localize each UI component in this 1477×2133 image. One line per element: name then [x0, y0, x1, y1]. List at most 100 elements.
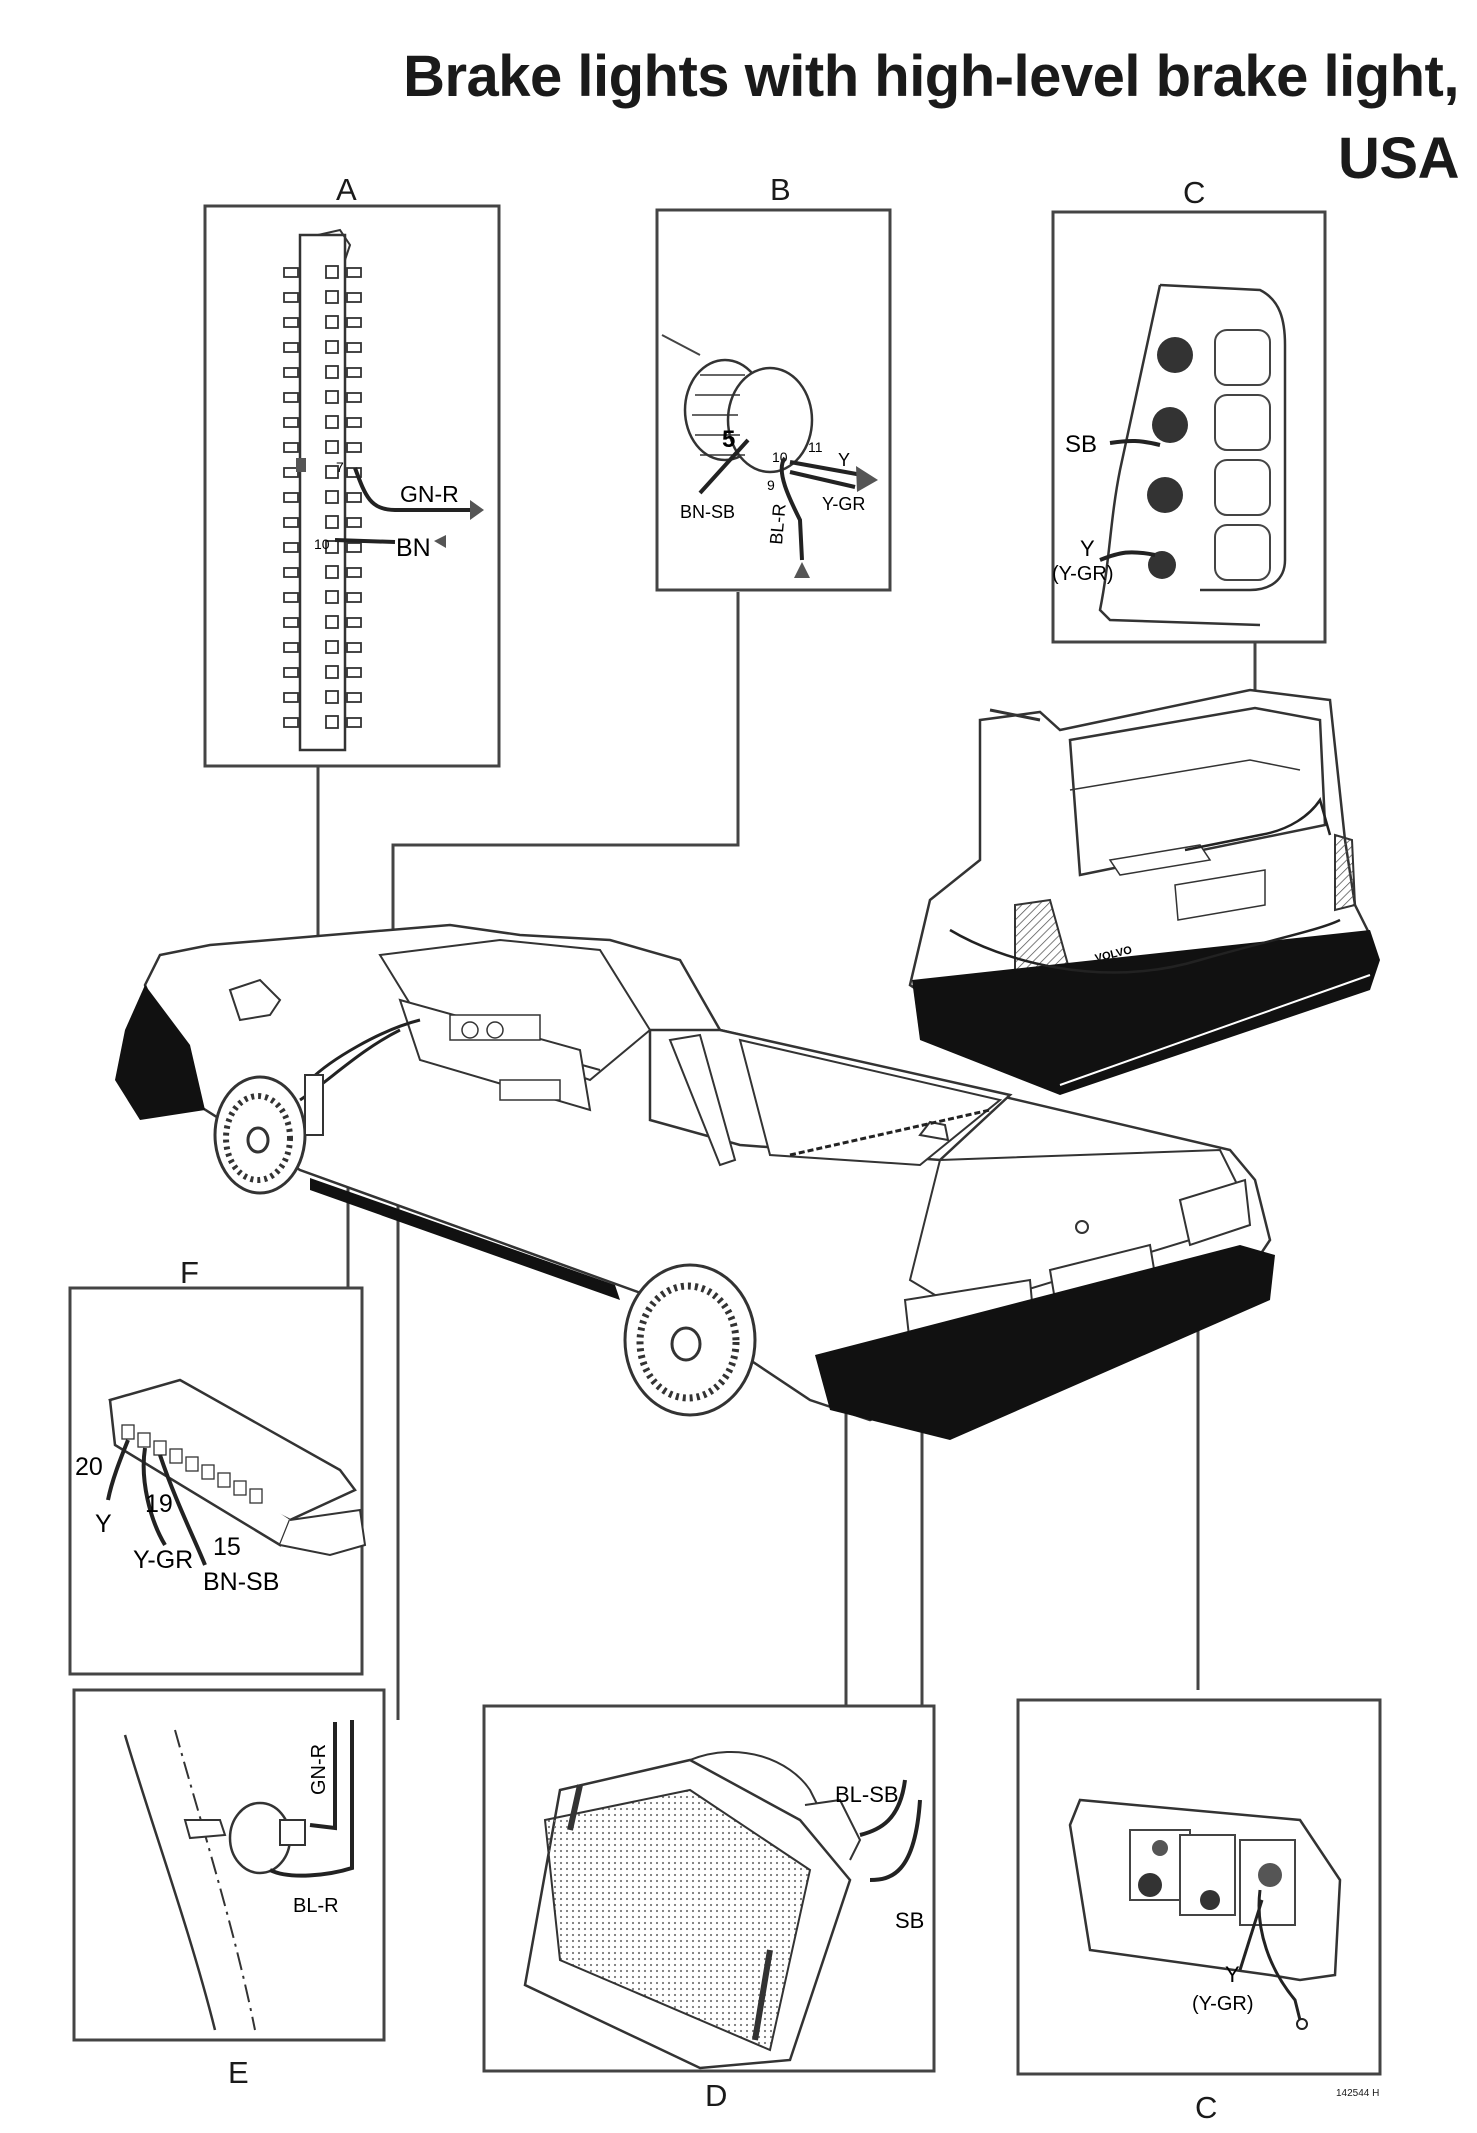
- fuse-terminal: [346, 417, 362, 428]
- page-title: Brake lights with high-level brake light…: [403, 44, 1459, 109]
- fuse-slot: [325, 490, 339, 504]
- fuse-slot: [325, 390, 339, 404]
- fuse-terminal: [346, 492, 362, 503]
- panel-f-wire-bnsb: BN-SB: [203, 1568, 279, 1596]
- fuse-slot: [325, 265, 339, 279]
- fuse-terminal: [283, 592, 299, 603]
- fuse-terminal: [283, 642, 299, 653]
- panel-f-connector: 20 19 15 Y Y-GR BN-SB: [68, 1286, 367, 1676]
- fuse-terminal: [283, 267, 299, 278]
- fuse-terminal: [346, 667, 362, 678]
- fuse-slot: [325, 415, 339, 429]
- fuse-slot: [325, 615, 339, 629]
- fuse-slot: [325, 340, 339, 354]
- fuse-terminal: [283, 442, 299, 453]
- fuse-terminal: [346, 717, 362, 728]
- fuse-terminal: [283, 467, 299, 478]
- fuse-slot: [325, 590, 339, 604]
- panel-a-wire-bn: BN: [396, 534, 431, 562]
- panel-e-wire-gnr: GN-R: [308, 1744, 330, 1795]
- panel-a-pin-10: 10: [314, 536, 330, 552]
- panel-a-fuse-box: 7 10 GN-R BN: [203, 204, 501, 768]
- panel-c-bottom-rear-light: Y (Y-GR): [1016, 1698, 1382, 2076]
- fuse-slot: [325, 690, 339, 704]
- panel-f-wire-ygr: Y-GR: [133, 1546, 193, 1574]
- fuse-terminal: [283, 717, 299, 728]
- fuse-slot: [325, 440, 339, 454]
- fuse-terminal: [346, 692, 362, 703]
- fuse-terminal: [346, 267, 362, 278]
- panel-b-wire-blr: BL-R: [766, 503, 789, 546]
- panel-b-wire-y: Y: [838, 450, 850, 470]
- fuse-terminal: [283, 342, 299, 353]
- panel-c-bottom-wire-y: Y: [1225, 1962, 1240, 1987]
- fuse-slot: [325, 540, 339, 554]
- fuse-terminal: [346, 392, 362, 403]
- panel-e-wire-blr: BL-R: [293, 1895, 339, 1917]
- panel-f-wire-y: Y: [95, 1510, 112, 1538]
- fuse-slot: [325, 365, 339, 379]
- panel-e-brake-switch: GN-R BL-R: [72, 1688, 386, 2042]
- reference-code: 142544 H: [1336, 2088, 1380, 2099]
- panel-d-wire-sb: SB: [895, 1908, 924, 1933]
- fuse-terminal: [283, 392, 299, 403]
- fuse-slot: [325, 290, 339, 304]
- fuse-terminal: [283, 367, 299, 378]
- wagon-rear-illustration: VOLVO: [908, 688, 1380, 1095]
- panel-d-high-level-light: BL-SB SB: [482, 1704, 936, 2073]
- fuse-terminal: [283, 617, 299, 628]
- fuse-slot: [325, 640, 339, 654]
- fuse-terminal: [346, 592, 362, 603]
- panel-b-pin-10: 10: [772, 449, 788, 465]
- fuse-terminal: [346, 517, 362, 528]
- fuse-terminal: [346, 617, 362, 628]
- panel-f-pin-19: 19: [145, 1490, 173, 1518]
- fuse-slot: [325, 315, 339, 329]
- panel-b-letter: B: [770, 172, 791, 207]
- fuse-terminal: [283, 292, 299, 303]
- fuse-terminal: [346, 292, 362, 303]
- panel-f-pin-15: 15: [213, 1533, 241, 1561]
- fuse-terminal: [283, 692, 299, 703]
- panel-f-pin-20: 20: [75, 1453, 103, 1481]
- fuse-terminal: [283, 317, 299, 328]
- panel-f-letter: F: [180, 1255, 199, 1290]
- fuse-slot: [325, 565, 339, 579]
- panel-c-top-wire-ygr: (Y-GR): [1052, 563, 1113, 585]
- fuse-terminal: [283, 417, 299, 428]
- fuse-terminal: [346, 342, 362, 353]
- fuse-terminal: [283, 567, 299, 578]
- panel-a-wire-gnr: GN-R: [400, 481, 459, 507]
- fuse-terminal: [346, 542, 362, 553]
- fuse-terminal: [283, 492, 299, 503]
- panel-c-bottom-letter: C: [1195, 2090, 1218, 2125]
- fuse-terminal: [283, 667, 299, 678]
- fuse-slot: [325, 715, 339, 729]
- fuse-slot: [325, 665, 339, 679]
- panel-b-wire-bnsb: BN-SB: [680, 502, 735, 522]
- panel-c-top-rear-light: SB Y (Y-GR): [1051, 210, 1327, 644]
- panel-a-letter: A: [336, 172, 357, 207]
- panel-c-top-wire-y: Y: [1080, 536, 1095, 561]
- sedan-illustration: [115, 923, 1275, 1440]
- fuse-terminal: [346, 367, 362, 378]
- panel-b-wire-ygr: Y-GR: [822, 494, 865, 514]
- fuse-terminal: [283, 517, 299, 528]
- fuse-terminal: [346, 567, 362, 578]
- fuse-terminal: [346, 317, 362, 328]
- panel-c-top-letter: C: [1183, 175, 1206, 210]
- panel-b-pin-5: 5: [722, 426, 735, 453]
- fuse-slot: [325, 515, 339, 529]
- page-title-line2: USA: [1338, 126, 1459, 191]
- panel-c-bottom-wire-ygr: (Y-GR): [1192, 1993, 1253, 2015]
- fuse-terminal: [346, 642, 362, 653]
- panel-e-letter: E: [228, 2055, 249, 2090]
- panel-d-wire-blsb: BL-SB: [835, 1782, 899, 1807]
- panel-b-ignition-switch: 5 9 10 11 BN-SB BL-R Y Y-GR: [655, 208, 892, 592]
- panel-b-pin-11: 11: [808, 439, 823, 455]
- fuse-slot: [325, 465, 339, 479]
- panel-b-pin-9: 9: [767, 477, 775, 493]
- panel-a-pin-7: 7: [336, 459, 344, 475]
- fuse-terminal: [346, 467, 362, 478]
